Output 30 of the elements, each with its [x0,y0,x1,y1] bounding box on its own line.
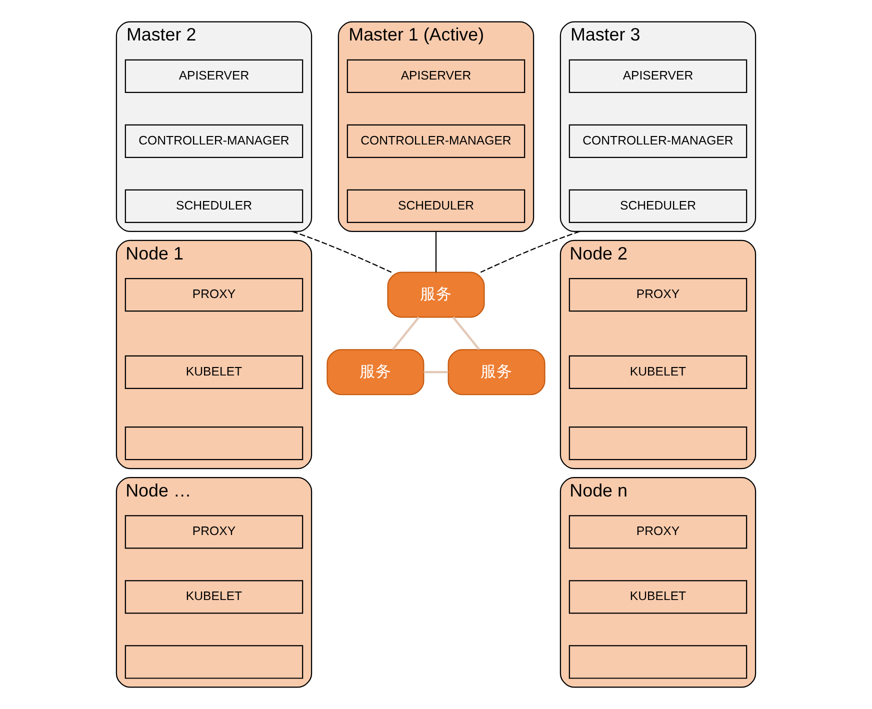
node-box: KUBELET [568,580,748,614]
node-box: APISERVER [346,59,526,93]
node-box: 服务 [387,272,485,318]
node-box: CONTROLLER-MANAGER [568,124,748,158]
node-box: PROXY [568,515,748,549]
node-box: 服务 [326,349,424,396]
node-box: SCHEDULER [124,189,304,224]
node-box: CONTROLLER-MANAGER [124,124,304,158]
connector [480,230,580,273]
node-box: 服务 [448,349,546,396]
node-box [568,426,748,460]
node-box: PROXY [568,278,748,312]
connector [392,316,420,350]
node-box: KUBELET [568,355,748,389]
node-box: PROXY [124,515,304,549]
node-box: APISERVER [568,59,748,93]
connector [435,231,437,272]
node-box: KUBELET [124,580,304,614]
node-box: SCHEDULER [568,189,748,224]
node-box [124,645,304,679]
node-box: KUBELET [124,355,304,389]
connector [424,371,448,374]
node-box: CONTROLLER-MANAGER [346,124,526,158]
connector [452,316,480,350]
node-box [568,645,748,679]
node-box: APISERVER [124,59,304,93]
node-box: PROXY [124,278,304,312]
node-box [124,426,304,460]
connector [292,230,392,273]
node-box: SCHEDULER [346,189,526,224]
